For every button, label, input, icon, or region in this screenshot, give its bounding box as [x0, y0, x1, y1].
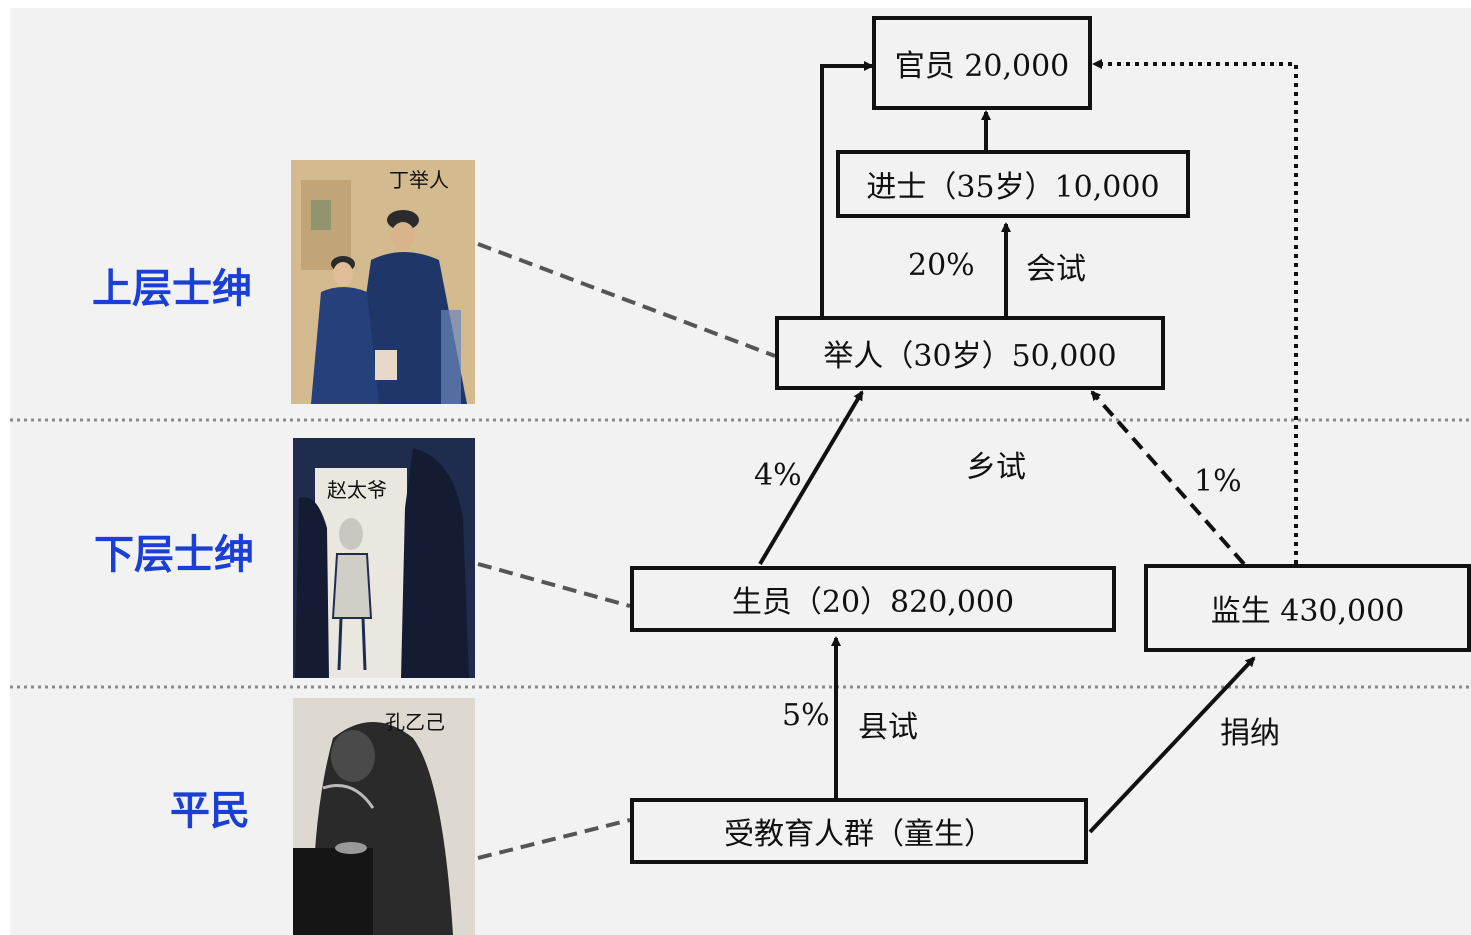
label-huishi: 会试 — [1026, 252, 1086, 287]
node-juren: 举人（30岁）50,000 — [775, 316, 1165, 390]
woodcut-kong-yiji: 孔乙己 — [293, 698, 475, 935]
node-official: 官员 20,000 — [872, 16, 1092, 110]
label-xianshi: 县试 — [858, 710, 918, 745]
arrow-jiansheng-to-juren — [1090, 390, 1246, 566]
caption-kong-yiji: 孔乙己 — [385, 710, 445, 734]
connector-common-photo — [477, 818, 631, 860]
caption-ding-juren: 丁举人 — [389, 168, 449, 192]
arrow-shengyuan-to-juren — [758, 390, 864, 566]
arrow-tongsheng-to-jiansheng — [1088, 656, 1256, 834]
caption-zhao-taiye: 赵太爷 — [327, 478, 387, 502]
portrait-ding-juren-art — [291, 160, 475, 404]
connectors-layer — [10, 59, 1471, 860]
label-huishi-rate: 20% — [908, 248, 975, 283]
connector-upper-photo — [477, 242, 776, 358]
woodcut-zhao-taiye: 赵太爷 — [293, 438, 475, 678]
node-shengyuan: 生员（20）820,000 — [630, 566, 1116, 632]
label-jiansheng-rate: 1% — [1194, 464, 1242, 499]
woodcut-zhao-taiye-art — [293, 438, 475, 678]
arrow-juren-to-official — [820, 61, 874, 318]
node-tongsheng: 受教育人群（童生） — [630, 798, 1088, 864]
diagram-canvas: 上层士绅 下层士绅 平民 丁举人 — [10, 8, 1471, 935]
woodcut-kong-yiji-art — [293, 698, 475, 935]
node-jinshi: 进士（35岁）10,000 — [836, 150, 1190, 218]
tier-label-lower-gentry: 下层士绅 — [94, 532, 254, 578]
label-xiangshi-rate: 4% — [754, 458, 802, 493]
label-xiangshi: 乡试 — [966, 450, 1026, 485]
label-juanna: 捐纳 — [1220, 716, 1280, 751]
tier-label-commoners: 平民 — [170, 788, 250, 834]
portrait-ding-juren: 丁举人 — [291, 160, 475, 404]
tier-label-upper-gentry: 上层士绅 — [92, 266, 252, 312]
node-jiansheng: 监生 430,000 — [1144, 564, 1471, 652]
connector-lower-photo — [477, 562, 631, 608]
label-xianshi-rate: 5% — [782, 698, 830, 733]
